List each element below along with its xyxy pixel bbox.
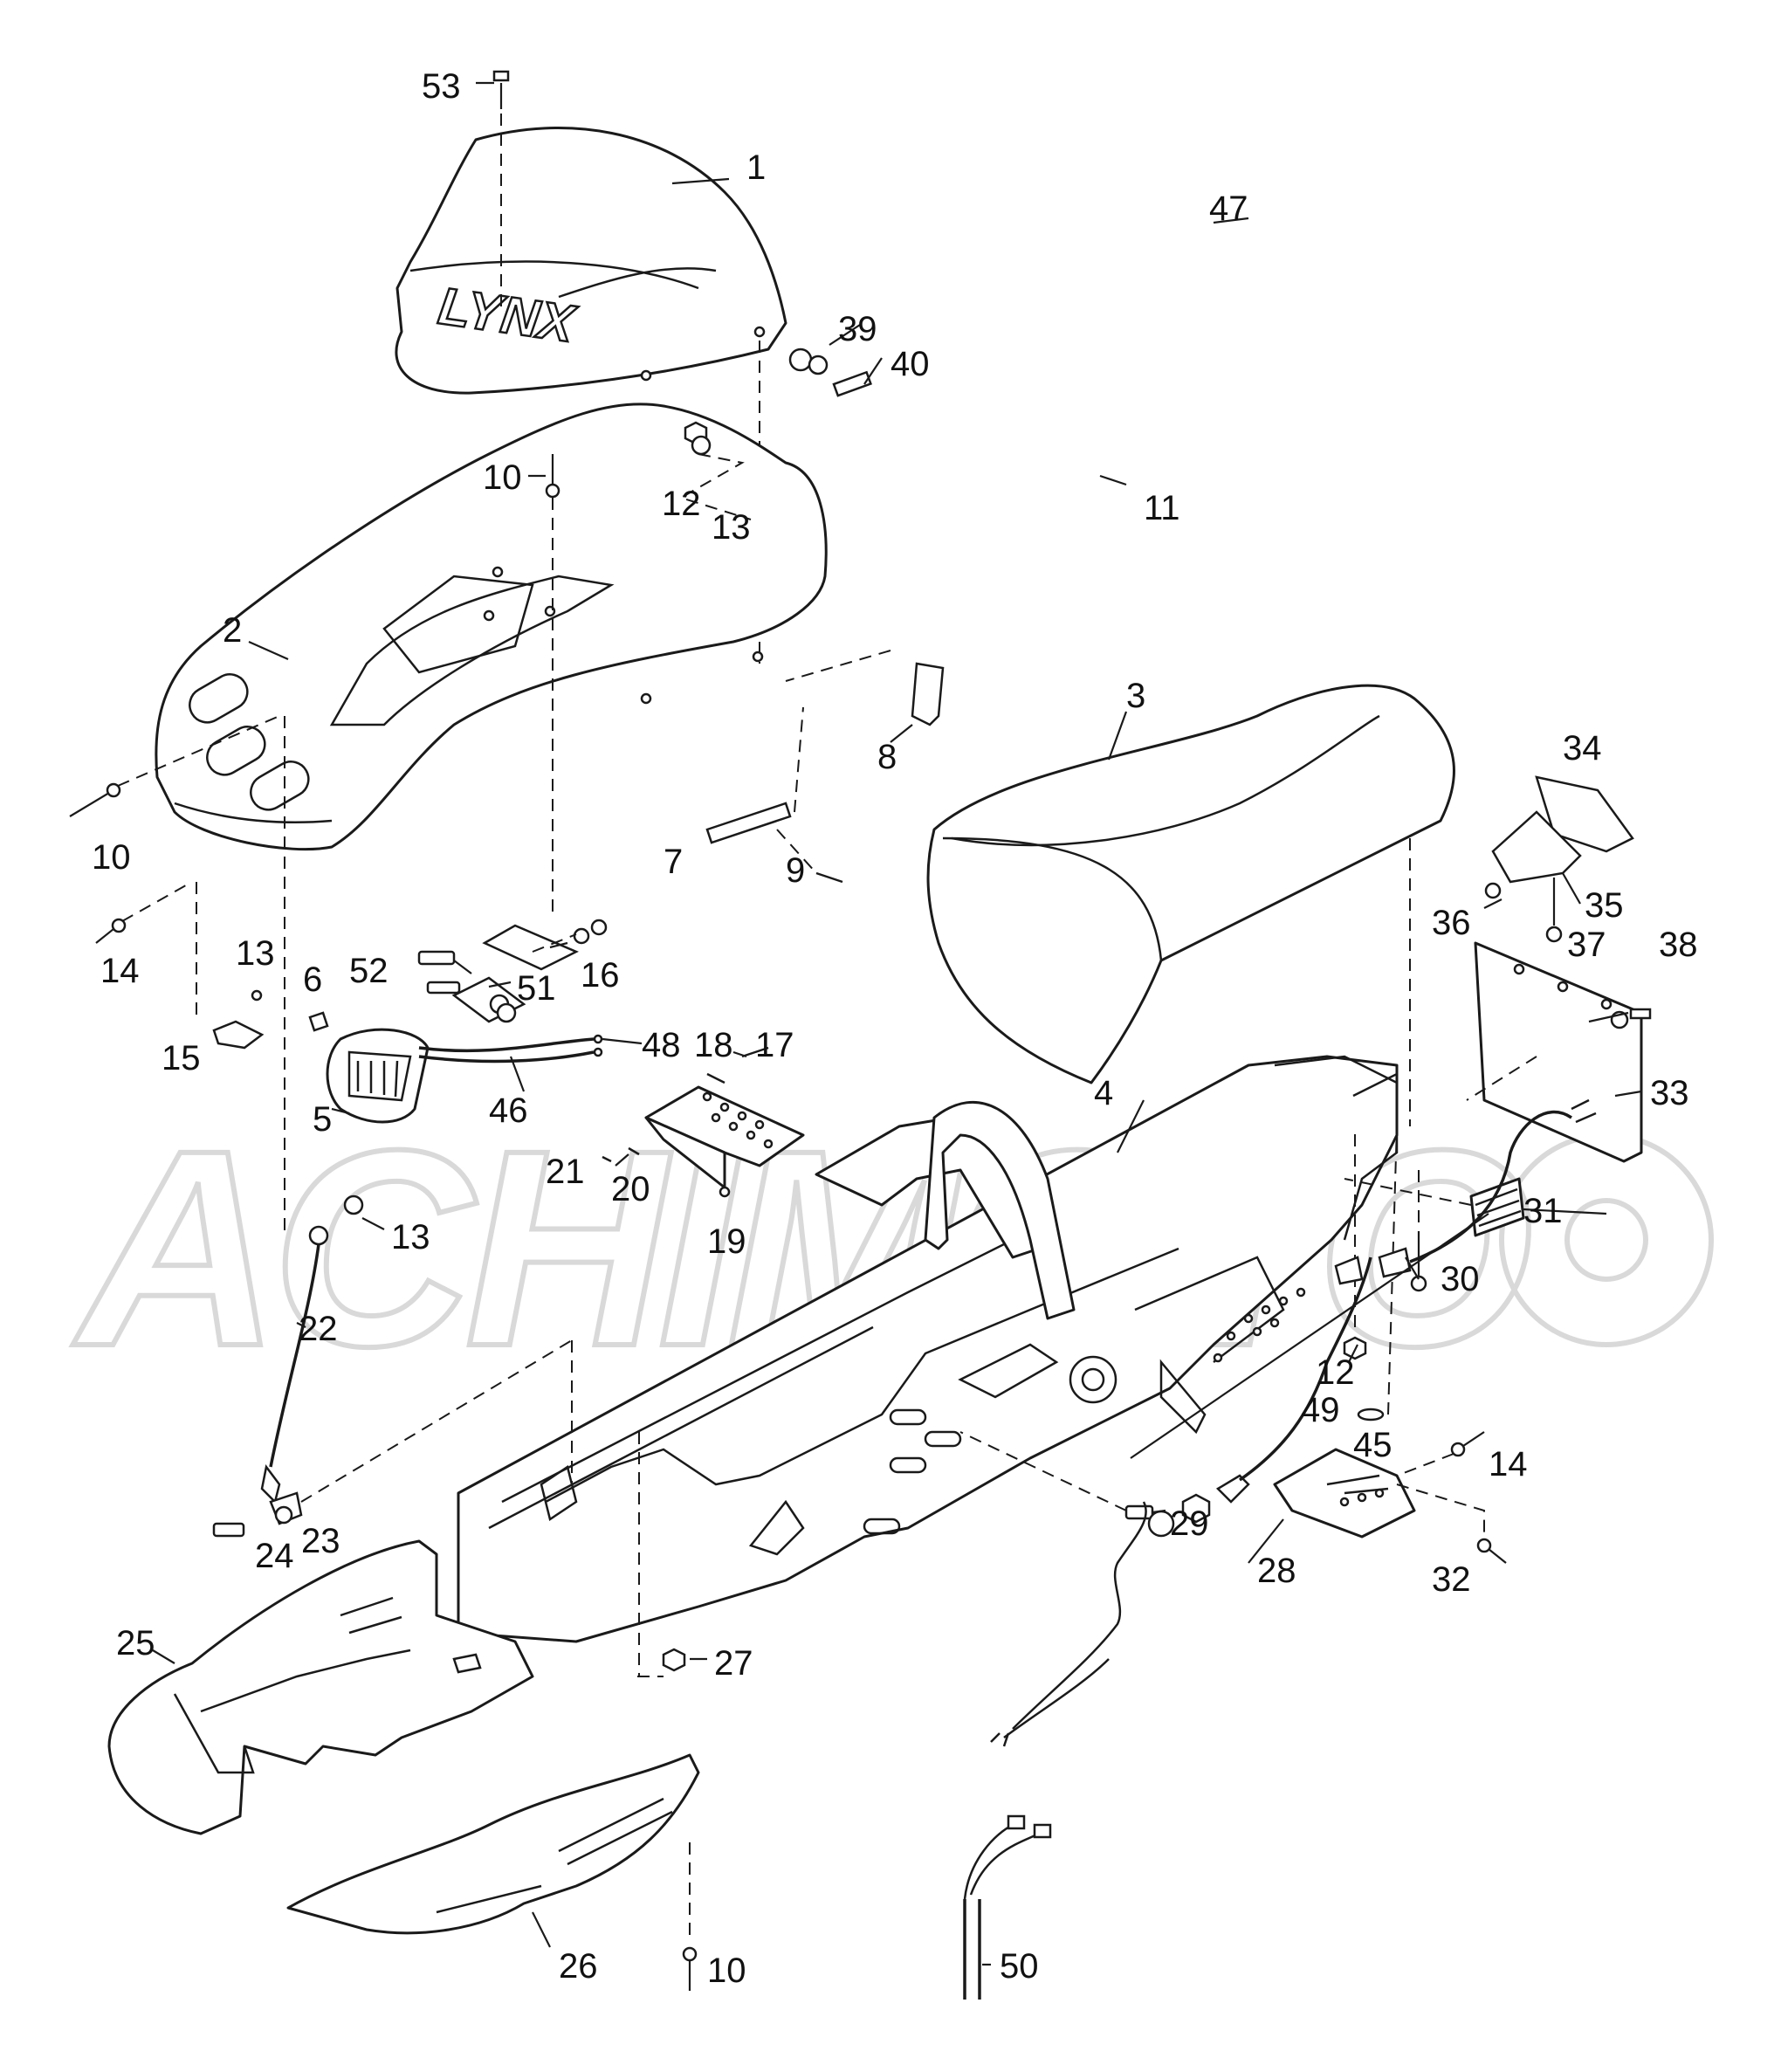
windshield: LYNX xyxy=(395,127,787,395)
callout-31: 31 xyxy=(1523,1192,1563,1230)
callout-35: 35 xyxy=(1585,886,1624,925)
hinge-15 xyxy=(196,882,265,1050)
callout-23: 23 xyxy=(301,1522,340,1560)
key-switch-47 xyxy=(1130,1098,1597,1524)
callout-36: 36 xyxy=(1432,904,1471,942)
callout-14-right: 14 xyxy=(1489,1445,1528,1483)
callout-14-left: 14 xyxy=(100,952,140,990)
callout-13-left: 13 xyxy=(236,934,275,973)
seat xyxy=(926,684,1455,1126)
nut-washer-12-13 xyxy=(678,421,752,520)
steering-support xyxy=(815,1101,1076,1320)
screw-53 xyxy=(492,70,510,314)
reflector xyxy=(1344,1177,1525,1237)
callout-7: 7 xyxy=(664,843,683,881)
callout-50: 50 xyxy=(1000,1947,1039,1986)
callout-20: 20 xyxy=(611,1170,650,1208)
callout-39: 39 xyxy=(838,310,877,348)
callout-12-right: 12 xyxy=(1316,1353,1355,1392)
callout-16: 16 xyxy=(581,956,620,995)
tether-cord-11 xyxy=(990,1501,1175,1747)
callout-6: 6 xyxy=(303,960,322,999)
flap-bracket xyxy=(1483,775,1634,943)
headlight xyxy=(326,1028,430,1124)
callout-10-left: 10 xyxy=(92,838,131,877)
callout-13-mid: 13 xyxy=(391,1218,430,1256)
callout-52: 52 xyxy=(349,952,389,990)
clip-8 xyxy=(785,650,945,726)
callout-15: 15 xyxy=(162,1039,201,1077)
callout-1: 1 xyxy=(746,148,766,187)
callout-32: 32 xyxy=(1432,1560,1471,1599)
callout-10-bottom: 10 xyxy=(707,1952,746,1990)
callout-45: 45 xyxy=(1353,1426,1392,1464)
bracket-28 xyxy=(1273,1448,1485,1554)
callout-labels: 53 1 39 40 47 11 10 12 13 2 8 3 34 10 7 … xyxy=(92,67,1698,1990)
frame-tunnel xyxy=(457,1055,1399,1643)
rivet-14-right xyxy=(1396,1431,1485,1477)
callout-3: 3 xyxy=(1126,677,1145,715)
callout-19: 19 xyxy=(707,1222,746,1261)
callout-5: 5 xyxy=(313,1100,332,1139)
rivet-32 xyxy=(1476,1538,1507,1564)
callout-18: 18 xyxy=(694,1026,733,1064)
callout-26: 26 xyxy=(559,1947,598,1986)
side-panel-26 xyxy=(286,1753,700,1935)
rivet-10-top xyxy=(545,454,560,917)
side-panel-25 xyxy=(107,1539,534,1835)
callout-34: 34 xyxy=(1563,729,1602,768)
harness-50 xyxy=(963,1814,1052,2000)
callout-2: 2 xyxy=(223,611,242,650)
callout-37: 37 xyxy=(1567,926,1606,964)
nut-27 xyxy=(637,1432,686,1677)
callout-40: 40 xyxy=(890,345,930,383)
callout-24: 24 xyxy=(255,1537,294,1575)
leader-lines xyxy=(152,81,1642,1966)
callout-38: 38 xyxy=(1659,926,1698,964)
callout-17: 17 xyxy=(755,1026,794,1064)
callout-47: 47 xyxy=(1209,189,1248,228)
callout-51: 51 xyxy=(517,969,556,1008)
callout-12-top: 12 xyxy=(662,485,701,523)
callout-22: 22 xyxy=(299,1310,338,1348)
callout-48: 48 xyxy=(642,1026,681,1064)
strip-7 xyxy=(705,706,804,844)
callout-29: 29 xyxy=(1170,1504,1209,1543)
snow-flap xyxy=(1466,941,1652,1163)
part-9 xyxy=(776,829,843,884)
hood xyxy=(155,403,828,851)
rivet-10-bottom xyxy=(682,1842,698,1991)
headlight-bracket xyxy=(417,919,608,1023)
callout-27: 27 xyxy=(714,1644,753,1683)
callout-46: 46 xyxy=(489,1091,528,1130)
screw-30 xyxy=(1410,1170,1427,1292)
rivet-10-left xyxy=(69,715,280,817)
callout-11: 11 xyxy=(1144,489,1180,527)
rivet-14-left xyxy=(95,881,193,944)
plate-19 xyxy=(602,1046,805,1198)
callout-33: 33 xyxy=(1650,1074,1689,1112)
callout-30: 30 xyxy=(1441,1260,1480,1298)
callout-28: 28 xyxy=(1257,1552,1296,1590)
callout-10-top: 10 xyxy=(483,458,522,497)
callout-25: 25 xyxy=(116,1624,155,1662)
nut-6 xyxy=(308,1011,329,1032)
callout-13-top: 13 xyxy=(712,508,751,547)
tether-cable-22 xyxy=(212,716,573,1538)
callout-4: 4 xyxy=(1094,1074,1113,1112)
callout-9: 9 xyxy=(786,851,805,890)
callout-8: 8 xyxy=(877,738,897,776)
headlight-wires xyxy=(418,1034,603,1064)
callout-53: 53 xyxy=(422,67,461,106)
callout-49: 49 xyxy=(1301,1391,1340,1429)
callout-21: 21 xyxy=(546,1153,585,1191)
